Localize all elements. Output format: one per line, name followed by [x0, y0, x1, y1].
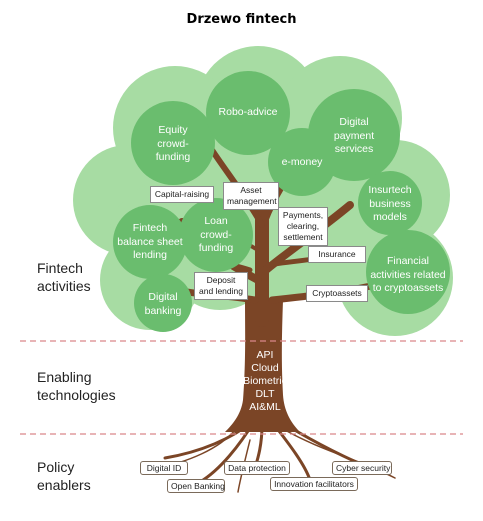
fintech-balance-sheet-lending-label: Fintech balance sheet lending [117, 222, 183, 261]
asset-management-box: Asset management [223, 182, 279, 210]
e-money-label: e-money [281, 156, 323, 168]
data-protection-box: Data protection [224, 461, 290, 475]
innovation-facilitators-box: Innovation facilitators [270, 477, 358, 491]
financial-activities-crypto-label: Financial activities related to cryptoas… [370, 255, 446, 294]
capital-raising-box: Capital-raising [150, 186, 214, 203]
insurance-box: Insurance [308, 246, 366, 263]
payments-clearing-settlement-box: Payments, clearing, settlement [278, 207, 328, 246]
node-digital-banking [134, 274, 192, 332]
deposit-and-lending-box: Deposit and lending [194, 272, 248, 300]
open-banking-box: Open Banking [167, 479, 225, 493]
node-e-money [268, 128, 336, 196]
trunk [225, 300, 300, 432]
digital-payment-services-label: Digital payment services [333, 116, 375, 155]
node-insurtech [358, 171, 422, 235]
equity-crowdfunding-label: Equity crowd- funding [155, 124, 191, 163]
tech-ai-ml: AI&ML [249, 401, 281, 413]
tech-dlt: DLT [255, 388, 275, 400]
canopy-nodes [113, 71, 450, 332]
section-enabling-technologies: Enabling technologies [37, 369, 116, 403]
loan-crowdfunding-label: Loan crowd- funding [198, 215, 234, 254]
cyber-security-box: Cyber security [332, 461, 392, 475]
node-fintech-balance-sheet-lending [113, 205, 187, 279]
node-financial-activities-crypto [366, 230, 450, 314]
digital-id-box: Digital ID [140, 461, 188, 475]
tech-cloud: Cloud [251, 362, 279, 374]
section-fintech-activities: Fintech activities [37, 260, 91, 294]
tech-api: API [256, 349, 274, 361]
cryptoassets-box: Cryptoassets [306, 285, 368, 302]
diagram-title: Drzewo fintech [186, 12, 297, 27]
tech-biometric: Biometric [243, 375, 287, 387]
node-equity-crowdfunding [131, 101, 215, 185]
node-loan-crowdfunding [179, 198, 253, 272]
digital-banking-label: Digital banking [144, 291, 182, 317]
section-policy-enablers: Policy enablers [37, 459, 91, 493]
robo-advice-label: Robo-advice [218, 106, 278, 118]
node-robo-advice [206, 71, 290, 155]
insurtech-label: Insurtech business models [368, 184, 412, 223]
technologies-list: API Cloud Biometric DLT AI&ML [230, 349, 300, 414]
